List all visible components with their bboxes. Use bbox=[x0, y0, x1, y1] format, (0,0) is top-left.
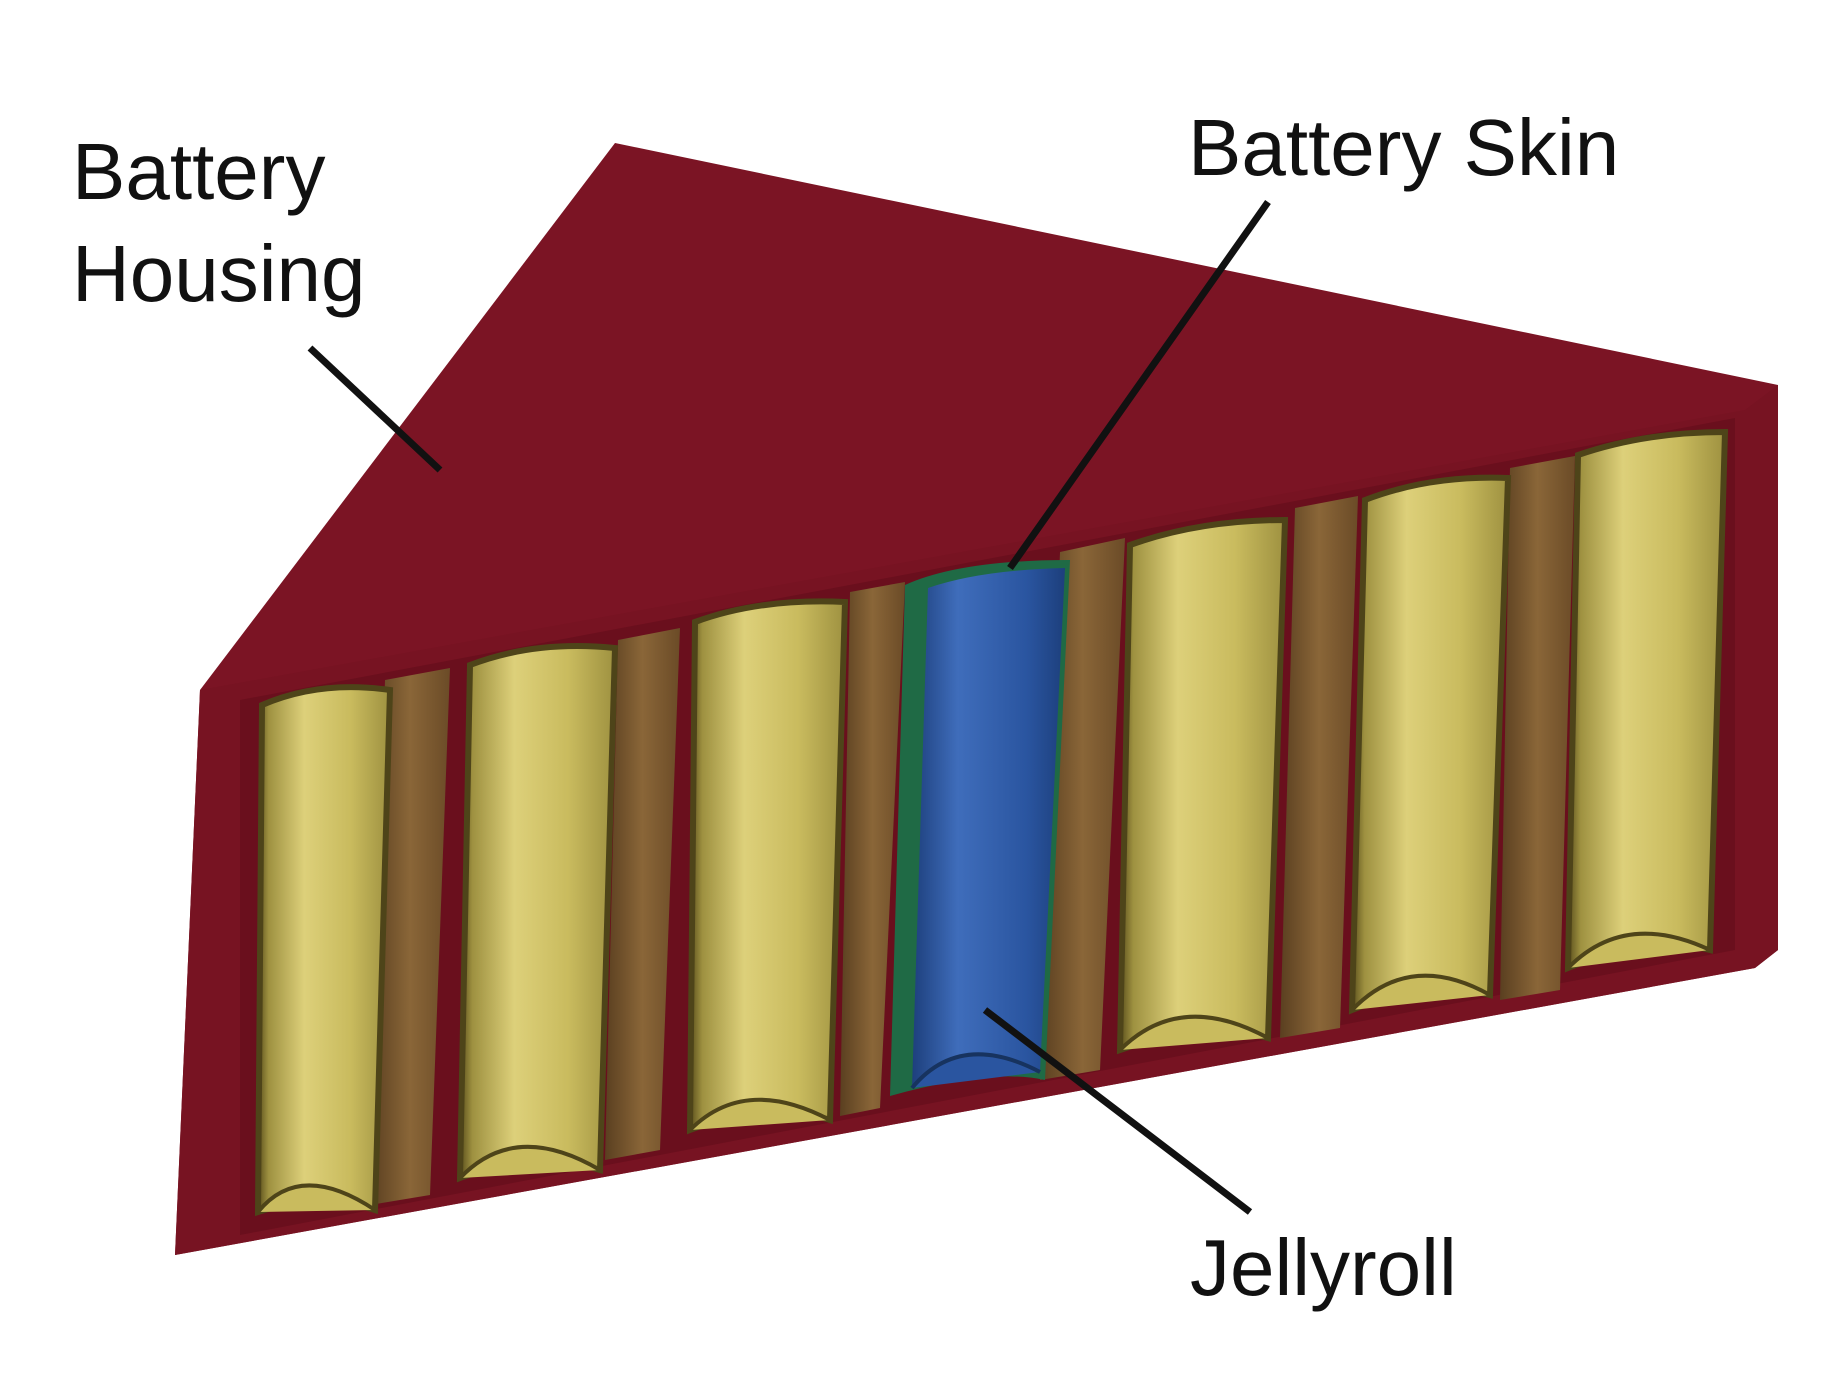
separator bbox=[1500, 456, 1575, 1000]
battery-skin-label: Battery Skin bbox=[1188, 103, 1620, 192]
jellyroll-core bbox=[912, 568, 1065, 1088]
cell bbox=[686, 598, 849, 1135]
cells bbox=[254, 428, 1729, 1217]
separator bbox=[1280, 496, 1358, 1038]
leader-lines bbox=[307, 199, 1271, 1215]
cell-jellyroll bbox=[890, 560, 1070, 1096]
leader-line-skin bbox=[1007, 199, 1271, 571]
separator bbox=[370, 668, 450, 1205]
separator bbox=[605, 628, 680, 1160]
housing-label-line2: Housing bbox=[72, 229, 366, 318]
housing-label-line1: Battery bbox=[72, 127, 326, 216]
cell bbox=[1116, 516, 1289, 1055]
separators bbox=[370, 456, 1575, 1205]
cell bbox=[1348, 474, 1512, 1015]
cell bbox=[456, 643, 619, 1183]
cell bbox=[1564, 428, 1729, 973]
leader-line-housing bbox=[307, 345, 443, 473]
leader-line-jellyroll bbox=[982, 1007, 1253, 1215]
cell bbox=[254, 684, 394, 1217]
jellyroll-label: Jellyroll bbox=[1190, 1223, 1457, 1312]
separator bbox=[840, 582, 905, 1116]
